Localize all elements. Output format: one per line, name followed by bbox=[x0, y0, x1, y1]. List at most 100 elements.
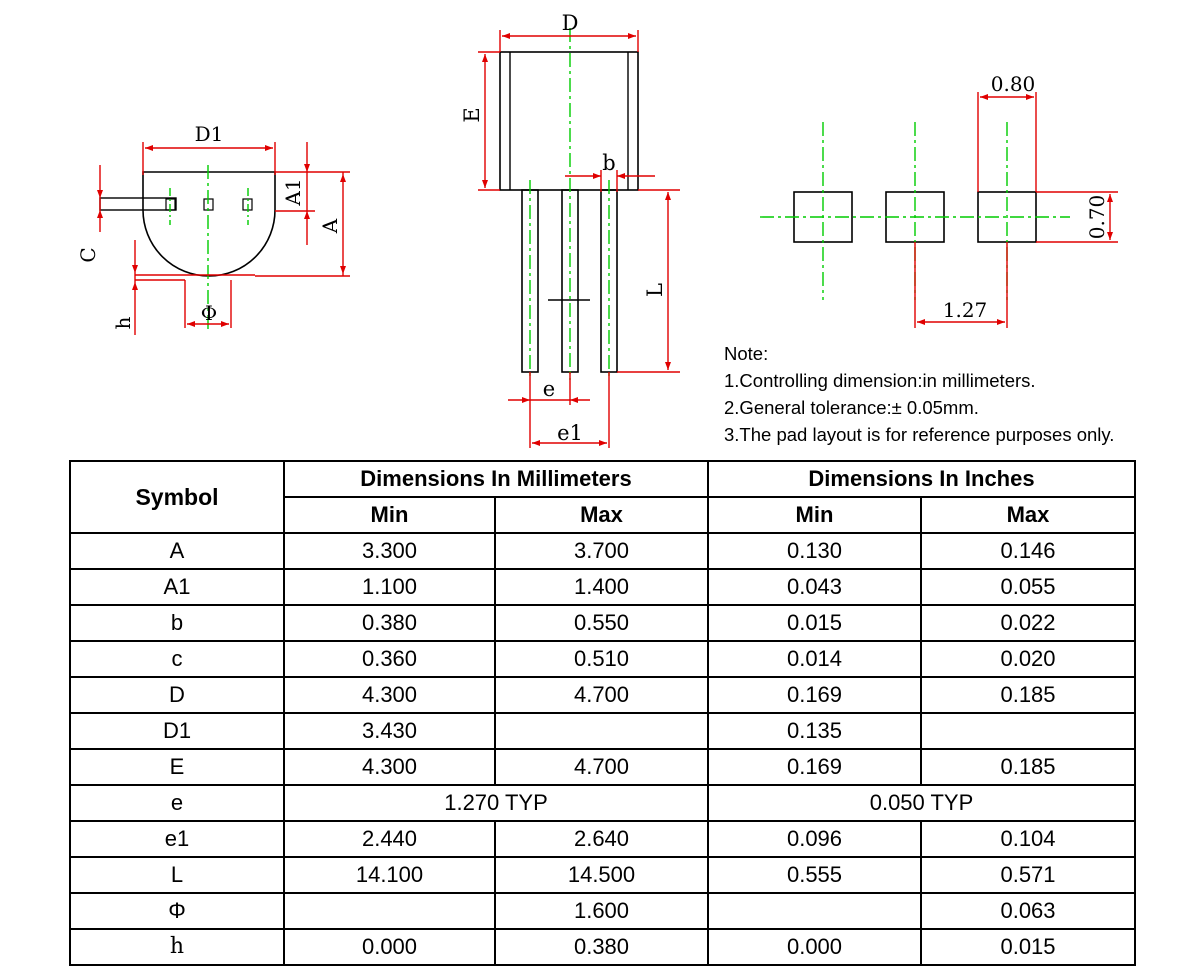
mm-min-cell: 0.000 bbox=[283, 928, 496, 966]
label-c: C bbox=[76, 247, 100, 262]
label-pad-height: 0.70 bbox=[1085, 195, 1109, 240]
symbol-cell: c bbox=[69, 640, 285, 678]
table-row: e 1.270 TYP 0.050 TYP bbox=[69, 784, 1137, 822]
note-2: 2.General tolerance:± 0.05mm. bbox=[724, 397, 979, 418]
symbol-cell: A1 bbox=[69, 568, 285, 606]
symbol-cell: E bbox=[69, 748, 285, 786]
label-d: D bbox=[562, 11, 579, 35]
mm-max-header: Max bbox=[494, 496, 709, 534]
mm-max-cell: 4.700 bbox=[494, 748, 709, 786]
table-row: A1 1.100 1.400 0.043 0.055 bbox=[69, 568, 1137, 606]
mm-min-cell: 4.300 bbox=[283, 748, 496, 786]
table-row: E 4.300 4.700 0.169 0.185 bbox=[69, 748, 1137, 786]
in-max-cell: 0.571 bbox=[919, 856, 1137, 894]
symbol-cell: h bbox=[69, 928, 285, 966]
label-l: L bbox=[643, 283, 667, 297]
mm-typ-cell: 1.270 TYP bbox=[283, 784, 709, 822]
in-min-cell: 0.014 bbox=[707, 640, 922, 678]
mm-min-header: Min bbox=[283, 496, 496, 534]
mm-max-cell: 0.380 bbox=[494, 928, 709, 966]
mm-max-cell: 1.400 bbox=[494, 568, 709, 606]
table-row: D 4.300 4.700 0.169 0.185 bbox=[69, 676, 1137, 714]
label-pad-pitch: 1.27 bbox=[943, 298, 988, 322]
in-max-cell: 0.185 bbox=[919, 748, 1137, 786]
table-row: e1 2.440 2.640 0.096 0.104 bbox=[69, 820, 1137, 858]
symbol-cell: e1 bbox=[69, 820, 285, 858]
in-max-cell bbox=[919, 712, 1137, 750]
symbol-cell: A bbox=[69, 532, 285, 570]
label-b: b bbox=[602, 151, 615, 175]
note-3: 3.The pad layout is for reference purpos… bbox=[724, 424, 1115, 445]
table-row: h 0.000 0.380 0.000 0.015 bbox=[69, 928, 1137, 966]
mm-max-cell: 0.510 bbox=[494, 640, 709, 678]
mm-min-cell: 3.430 bbox=[283, 712, 496, 750]
table-row: b 0.380 0.550 0.015 0.022 bbox=[69, 604, 1137, 642]
in-header: Dimensions In Inches bbox=[706, 460, 1137, 498]
table-row: L 14.100 14.500 0.555 0.571 bbox=[69, 856, 1137, 894]
mm-max-cell: 4.700 bbox=[494, 676, 709, 714]
in-max-cell: 0.055 bbox=[919, 568, 1137, 606]
in-min-cell: 0.096 bbox=[707, 820, 922, 858]
notes-block: Note: 1.Controlling dimension:in millime… bbox=[724, 340, 1114, 448]
mm-min-cell: 0.360 bbox=[283, 640, 496, 678]
in-max-cell: 0.022 bbox=[919, 604, 1137, 642]
table-row: Φ 1.600 0.063 bbox=[69, 892, 1137, 930]
in-min-cell bbox=[707, 892, 922, 930]
mm-min-cell: 1.100 bbox=[283, 568, 496, 606]
in-min-header: Min bbox=[707, 496, 922, 534]
in-max-header: Max bbox=[919, 496, 1137, 534]
symbol-cell: Φ bbox=[69, 892, 285, 930]
table-row: A 3.300 3.700 0.130 0.146 bbox=[69, 532, 1137, 570]
in-max-cell: 0.104 bbox=[919, 820, 1137, 858]
label-d1: D1 bbox=[195, 122, 224, 146]
front-view: D E b L e e1 bbox=[460, 11, 680, 448]
label-phi: Φ bbox=[201, 301, 217, 325]
table-subheader-row: Min Max Min Max bbox=[70, 496, 1137, 534]
in-max-cell: 0.015 bbox=[919, 928, 1137, 966]
mm-max-cell: 14.500 bbox=[494, 856, 709, 894]
mm-min-cell: 3.300 bbox=[283, 532, 496, 570]
label-a: A bbox=[318, 218, 342, 234]
label-a1: A1 bbox=[281, 178, 305, 206]
mm-min-cell: 2.440 bbox=[283, 820, 496, 858]
in-min-cell: 0.169 bbox=[707, 748, 922, 786]
in-min-cell: 0.043 bbox=[707, 568, 922, 606]
dimensions-table: Symbol Dimensions In Millimeters Dimensi… bbox=[69, 460, 1137, 966]
in-min-cell: 0.555 bbox=[707, 856, 922, 894]
bottom-view: D1 A1 A C h Φ bbox=[76, 122, 350, 335]
mm-max-cell: 2.640 bbox=[494, 820, 709, 858]
in-min-cell: 0.169 bbox=[707, 676, 922, 714]
in-max-cell: 0.020 bbox=[919, 640, 1137, 678]
in-typ-cell: 0.050 TYP bbox=[706, 784, 1137, 822]
table-row: D1 3.430 0.135 bbox=[69, 712, 1137, 750]
in-min-cell: 0.135 bbox=[707, 712, 922, 750]
in-max-cell: 0.185 bbox=[919, 676, 1137, 714]
package-outline-drawing: D1 A1 A C h Φ bbox=[76, 11, 1118, 448]
mm-min-cell: 14.100 bbox=[283, 856, 496, 894]
label-h: h bbox=[111, 316, 135, 329]
mm-max-cell: 0.550 bbox=[494, 604, 709, 642]
in-max-cell: 0.063 bbox=[919, 892, 1137, 930]
label-e-height: E bbox=[460, 107, 484, 122]
table-row: c 0.360 0.510 0.014 0.020 bbox=[69, 640, 1137, 678]
symbol-cell: b bbox=[69, 604, 285, 642]
notes-heading: Note: bbox=[724, 343, 769, 364]
symbol-cell: L bbox=[69, 856, 285, 894]
mm-max-cell: 1.600 bbox=[494, 892, 709, 930]
in-min-cell: 0.015 bbox=[707, 604, 922, 642]
table-header-row: Symbol Dimensions In Millimeters Dimensi… bbox=[69, 460, 1137, 534]
mm-min-cell bbox=[283, 892, 496, 930]
mm-max-cell: 3.700 bbox=[494, 532, 709, 570]
symbol-cell: D bbox=[69, 676, 285, 714]
symbol-cell: D1 bbox=[69, 712, 285, 750]
label-pad-width: 0.80 bbox=[991, 72, 1036, 96]
note-1: 1.Controlling dimension:in millimeters. bbox=[724, 370, 1036, 391]
in-min-cell: 0.000 bbox=[707, 928, 922, 966]
pad-layout: 0.80 0.70 1.27 bbox=[760, 72, 1118, 328]
mm-header: Dimensions In Millimeters bbox=[283, 460, 709, 498]
mm-min-cell: 4.300 bbox=[283, 676, 496, 714]
label-e1: e1 bbox=[557, 421, 583, 445]
symbol-header: Symbol bbox=[69, 460, 285, 534]
in-max-cell: 0.146 bbox=[919, 532, 1137, 570]
mm-max-cell bbox=[494, 712, 709, 750]
